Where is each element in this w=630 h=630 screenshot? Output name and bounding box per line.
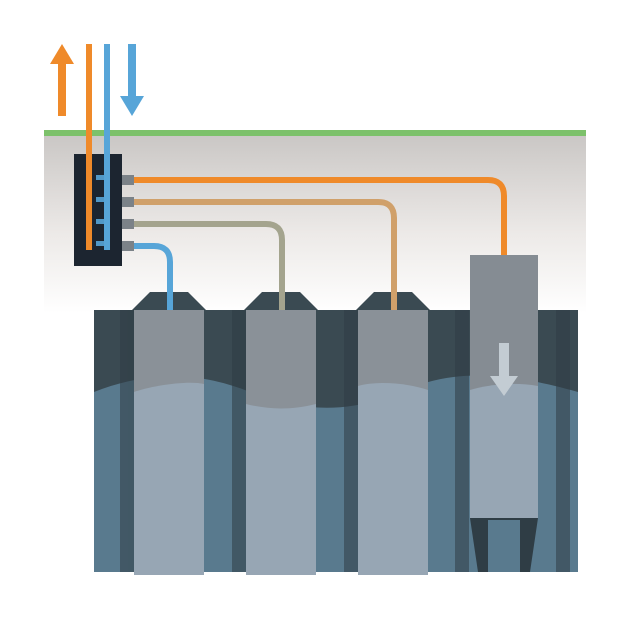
pipe-to-borehole-3 — [132, 199, 397, 310]
borehole-lower — [358, 383, 428, 575]
arrow-up-icon — [50, 44, 74, 116]
pump-casing-lower — [470, 383, 538, 518]
borehole-3 — [356, 292, 430, 575]
pipe-to-borehole-2 — [132, 221, 285, 310]
manifold-connectors — [120, 175, 134, 251]
arrow-down-icon — [490, 343, 518, 396]
pipe-network — [132, 177, 507, 310]
return-pipe-blue — [104, 44, 110, 250]
main-pipes — [86, 44, 110, 250]
wall-grooves — [120, 310, 570, 572]
borehole-upper — [246, 310, 316, 410]
pump-base-slot — [488, 520, 520, 572]
pump-well — [470, 255, 538, 572]
pipe-to-pump — [132, 177, 507, 255]
ground-surface-line — [44, 130, 586, 136]
borehole-lower — [246, 404, 316, 575]
borehole-2 — [244, 292, 318, 575]
manifold-box — [74, 154, 122, 266]
borehole-lower — [134, 382, 204, 575]
arrow-down-icon — [120, 44, 144, 116]
manifold — [74, 154, 122, 266]
supply-pipe-orange — [86, 44, 92, 250]
pipe-to-borehole-1 — [132, 243, 173, 310]
borehole-1 — [132, 292, 206, 575]
